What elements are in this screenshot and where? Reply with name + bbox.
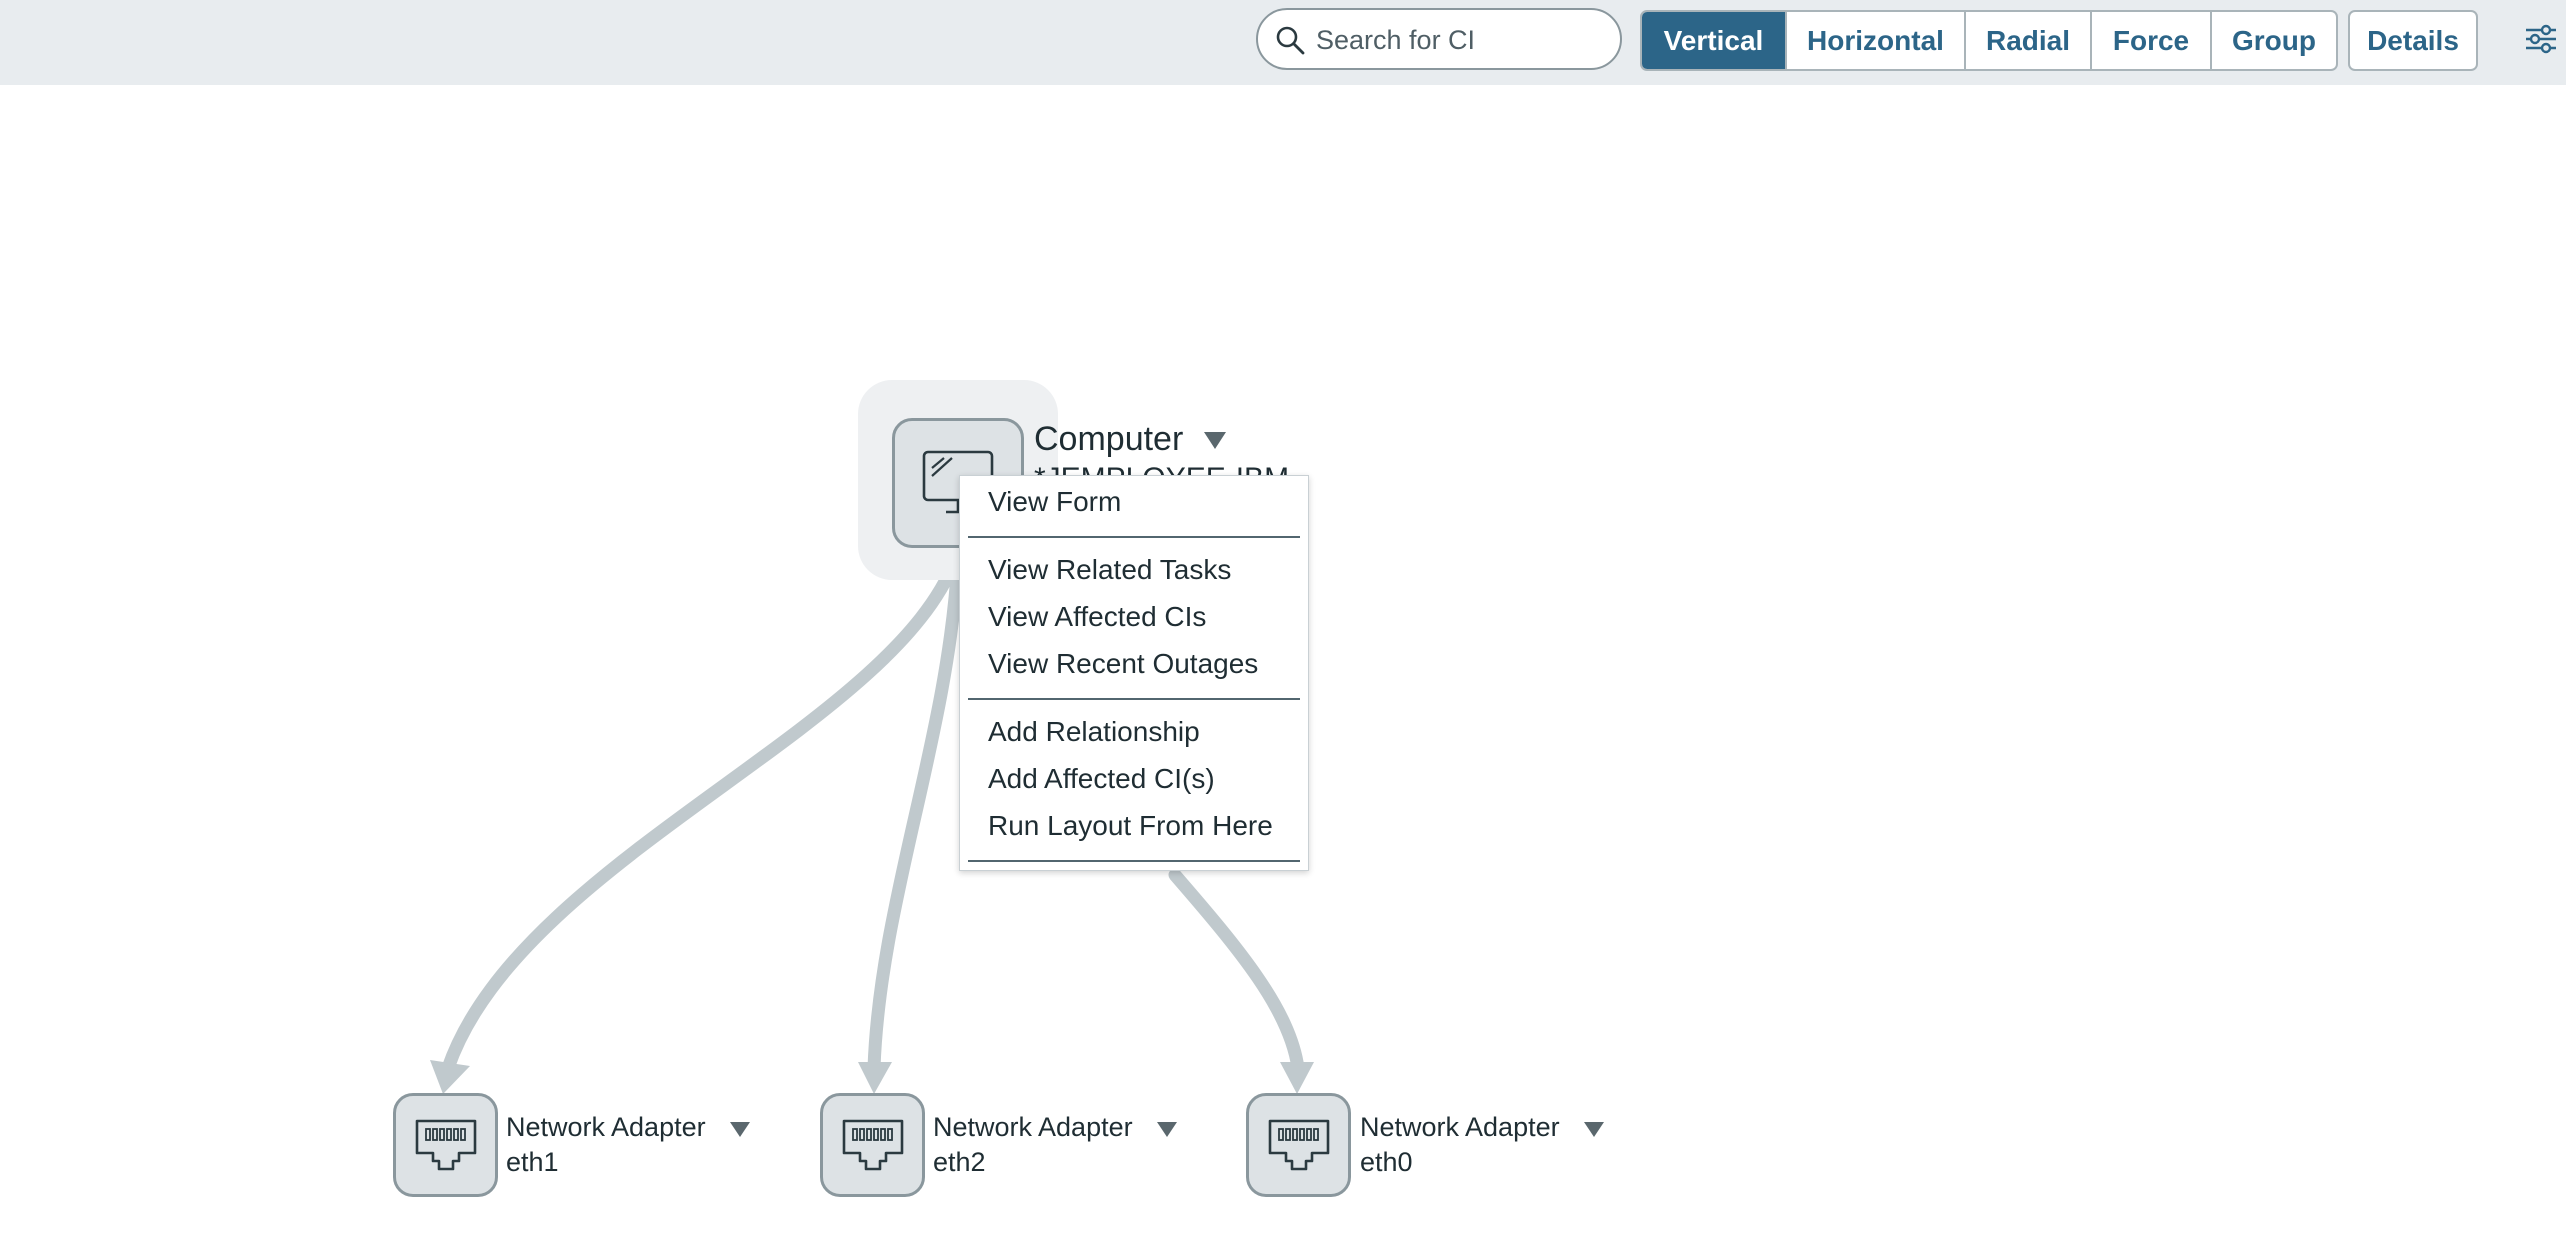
search-box[interactable] <box>1256 8 1622 70</box>
edge-computer-eth1 <box>441 553 962 1075</box>
menu-item-add-relationship[interactable]: Add Relationship <box>988 716 1200 747</box>
sliders-icon[interactable] <box>2524 24 2558 54</box>
ethernet-port-icon <box>415 1119 476 1171</box>
menu-separator <box>968 536 1300 538</box>
layout-vertical-button[interactable]: Vertical <box>1642 12 1787 69</box>
menu-item-add-affected-cis[interactable]: Add Affected CI(s) <box>988 763 1215 794</box>
computer-node-dropdown-icon[interactable] <box>1204 432 1226 449</box>
layout-horizontal-button[interactable]: Horizontal <box>1787 12 1966 69</box>
network-adapter-eth0-title: Network Adapter <box>1360 1112 1560 1142</box>
network-adapter-node-eth2[interactable] <box>820 1093 925 1197</box>
menu-separator <box>968 860 1300 862</box>
ethernet-port-icon <box>842 1119 903 1171</box>
edge-arrow-eth1 <box>430 1060 470 1094</box>
network-adapter-eth1-title: Network Adapter <box>506 1112 706 1142</box>
menu-item-run-layout-from-here[interactable]: Run Layout From Here <box>988 810 1273 841</box>
menu-item-view-recent-outages[interactable]: View Recent Outages <box>988 648 1259 679</box>
menu-item-view-form[interactable]: View Form <box>988 486 1122 517</box>
menu-item-view-affected-cis[interactable]: View Affected CIs <box>988 601 1207 632</box>
network-adapter-node-eth0[interactable] <box>1246 1093 1351 1197</box>
ethernet-port-icon <box>1268 1119 1329 1171</box>
network-adapter-eth1-dropdown-icon[interactable] <box>730 1122 750 1137</box>
network-adapter-eth2-subtitle: eth2 <box>933 1147 986 1177</box>
network-adapter-node-eth1[interactable] <box>393 1093 498 1197</box>
layout-radial-button[interactable]: Radial <box>1966 12 2092 69</box>
node-context-menu: View Form View Related Tasks View Affect… <box>959 475 1309 871</box>
edge-computer-eth2 <box>867 553 965 1075</box>
network-adapter-eth0-dropdown-icon[interactable] <box>1584 1122 1604 1137</box>
network-adapter-eth2-title: Network Adapter <box>933 1112 1133 1142</box>
menu-separator <box>968 698 1300 700</box>
network-adapter-eth1-subtitle: eth1 <box>506 1147 559 1177</box>
edge-computer-eth0 <box>1168 868 1305 1075</box>
edge-arrow-eth0 <box>1280 1062 1314 1094</box>
network-adapter-eth2-dropdown-icon[interactable] <box>1157 1122 1177 1137</box>
layout-selector: Vertical Horizontal Radial Force Group <box>1640 10 2338 71</box>
search-icon <box>1276 26 1305 55</box>
layout-group-button[interactable]: Group <box>2232 24 2316 56</box>
search-input[interactable] <box>1314 16 1608 64</box>
network-adapter-eth0-subtitle: eth0 <box>1360 1147 1413 1177</box>
toolbar: Vertical Horizontal Radial Force Group D… <box>0 0 2566 85</box>
computer-node-title: Computer <box>1034 420 1184 458</box>
layout-force-button[interactable]: Force <box>2092 12 2212 69</box>
details-button[interactable]: Details <box>2348 10 2478 71</box>
edge-arrow-eth2 <box>858 1062 892 1094</box>
menu-item-view-related-tasks[interactable]: View Related Tasks <box>988 554 1232 585</box>
